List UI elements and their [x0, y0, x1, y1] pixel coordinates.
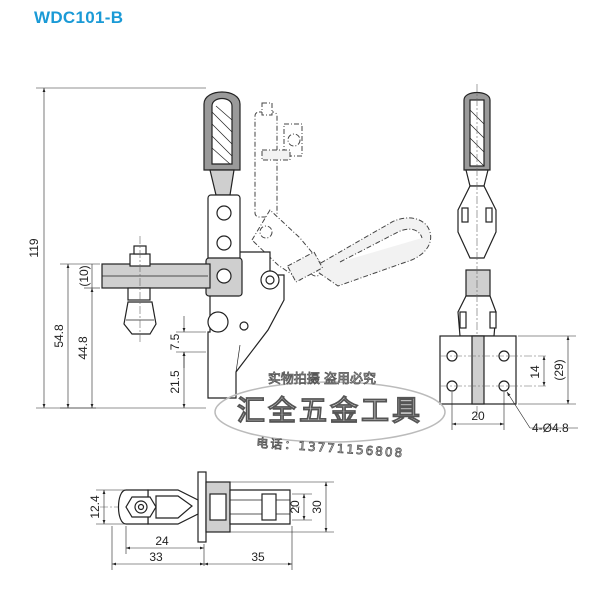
dim-21-5: 21.5	[168, 370, 182, 394]
clamp-arm	[101, 236, 211, 344]
dim-10-bracket: (10)	[77, 265, 91, 286]
side-handle	[457, 84, 497, 420]
dim-24: 24	[155, 534, 169, 548]
dim-29-bracket: (29)	[552, 359, 566, 380]
dim-35: 35	[251, 550, 265, 564]
side-view: (29) 14 20 4-Ø4.8	[439, 84, 578, 435]
open-position-outline	[251, 102, 432, 287]
dim-bottom-20: 20	[288, 500, 302, 514]
dim-30: 30	[310, 500, 324, 514]
watermark-line1: 实物拍摄 盗用必究	[268, 371, 376, 387]
front-dimensions: 119 54.8 44.8 (10) 7.5 21.5	[27, 87, 206, 409]
watermark-line2: 汇全五金工具	[237, 394, 423, 427]
dim-119: 119	[27, 238, 41, 257]
dim-holes: 4-Ø4.8	[532, 421, 569, 435]
watermark: 实物拍摄 盗用必究 汇全五金工具 电话：13771156808	[214, 371, 446, 461]
dim-54-8: 54.8	[52, 324, 66, 348]
front-view: 119 54.8 44.8 (10) 7.5 21.5	[27, 87, 432, 409]
model-title: WDC101-B	[34, 8, 124, 27]
dim-side-20: 20	[471, 409, 485, 423]
side-dimensions: (29) 14 20 4-Ø4.8	[451, 335, 578, 435]
dim-33: 33	[149, 550, 163, 564]
dim-7-5: 7.5	[168, 333, 182, 350]
dim-12-4: 12.4	[88, 495, 102, 519]
clamp-handle	[203, 91, 280, 333]
bottom-view: 12.4 24 33 35 20 30	[88, 471, 334, 570]
dim-44-8: 44.8	[76, 336, 90, 360]
dim-14: 14	[528, 365, 542, 379]
bottom-dimensions: 12.4 24 33 35 20 30	[88, 481, 334, 570]
